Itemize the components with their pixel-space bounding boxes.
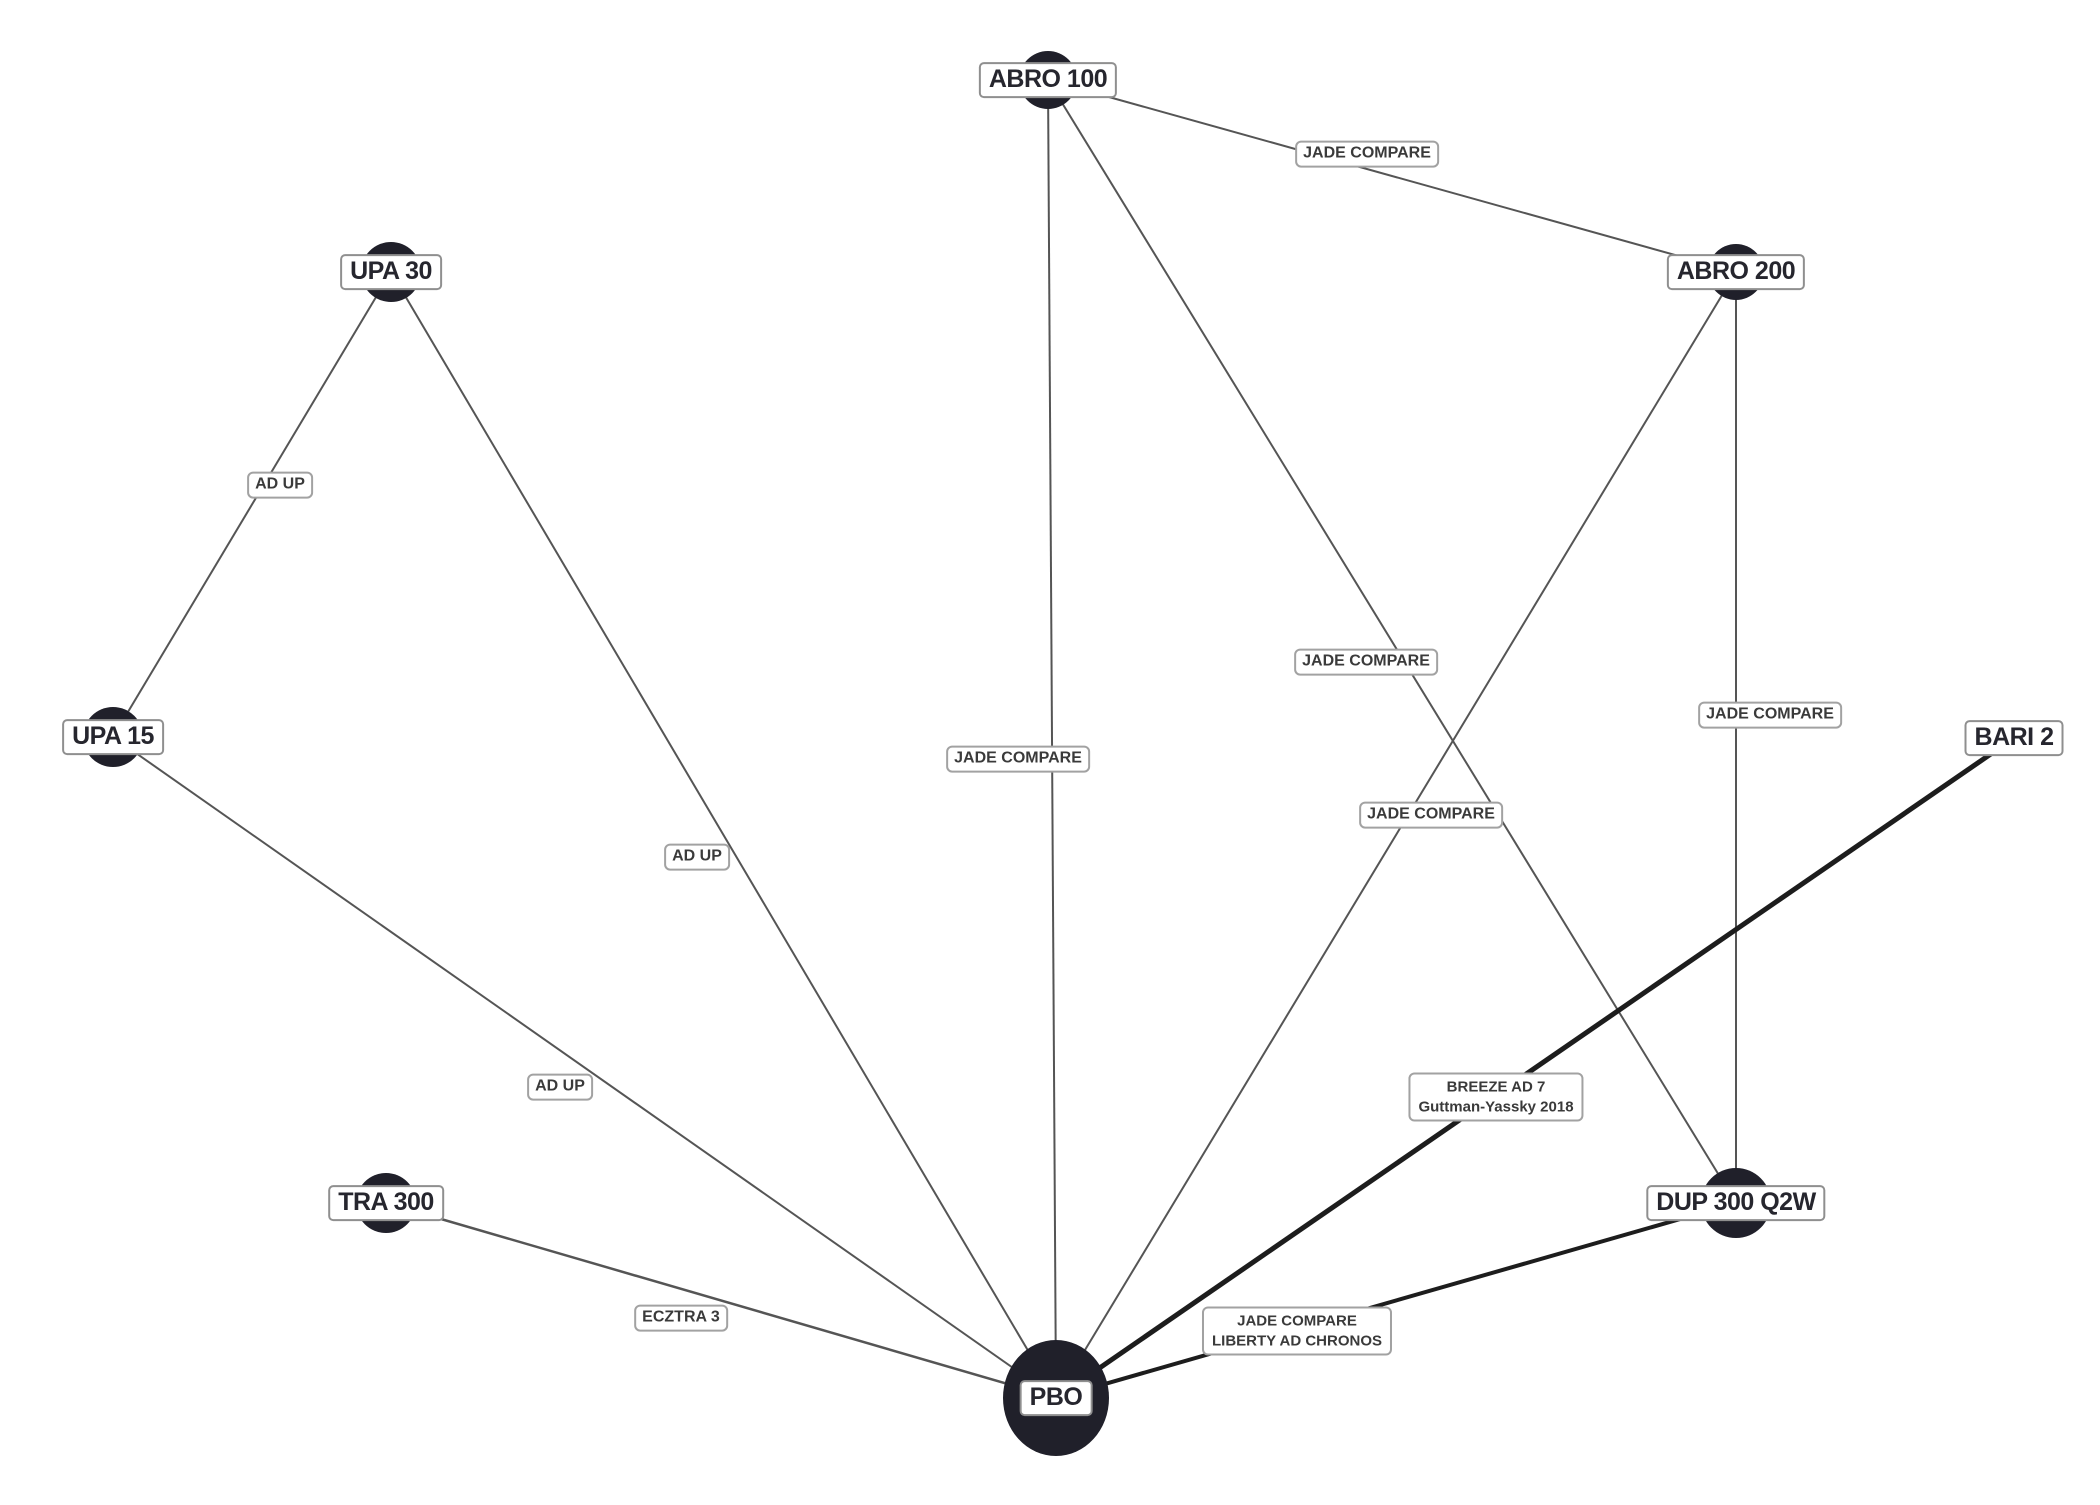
- edge-UPA30-PBO: [390, 271, 1057, 1399]
- edge-label-TRA300-PBO: ECZTRA 3: [634, 1304, 728, 1332]
- edge-label-UPA30-PBO: AD UP: [664, 843, 730, 871]
- node-label-UPA15: UPA 15: [62, 719, 164, 755]
- edge-label-line: JADE COMPARE: [1367, 805, 1495, 823]
- edge-TRA300-PBO: [385, 1201, 1057, 1400]
- edge-label-UPA15-PBO: AD UP: [527, 1073, 593, 1101]
- edge-ABRO100-DUP300: [1047, 79, 1737, 1204]
- edge-label-ABRO200-DUP300: JADE COMPARE: [1698, 701, 1842, 729]
- node-label-ABRO100: ABRO 100: [978, 62, 1118, 98]
- edge-label-line: ECZTRA 3: [642, 1308, 720, 1326]
- edge-UPA30-UPA15: [112, 271, 392, 738]
- edge-label-BARI2-PBO: BREEZE AD 7 Guttman-Yassky 2018: [1408, 1072, 1584, 1122]
- edge-label-line: JADE COMPARE: [1237, 1312, 1357, 1330]
- edge-ABRO200-PBO: [1055, 271, 1737, 1399]
- node-label-ABRO200: ABRO 200: [1666, 254, 1806, 290]
- edge-DUP300-PBO: [1055, 1201, 1737, 1400]
- node-label-TRA300: TRA 300: [328, 1185, 444, 1221]
- edge-label-line: JADE COMPARE: [1706, 705, 1834, 723]
- edge-label-line: BREEZE AD 7: [1446, 1078, 1546, 1096]
- edge-label-ABRO100-DUP300: JADE COMPARE: [1294, 648, 1438, 676]
- edge-label-ABRO100-PBO: JADE COMPARE: [946, 745, 1090, 773]
- edge-label-line: AD UP: [535, 1077, 585, 1095]
- node-label-UPA30: UPA 30: [340, 254, 442, 290]
- edge-UPA15-PBO: [112, 736, 1057, 1399]
- edge-label-ABRO100-ABRO200: JADE COMPARE: [1295, 140, 1439, 168]
- edge-label-line: Guttman-Yassky 2018: [1418, 1098, 1574, 1115]
- edge-BARI2-PBO: [1054, 735, 2016, 1401]
- node-label-PBO: PBO: [1019, 1380, 1093, 1416]
- edge-label-line: JADE COMPARE: [1303, 144, 1431, 162]
- node-label-DUP300: DUP 300 Q2W: [1646, 1185, 1826, 1221]
- edge-label-DUP300-PBO: JADE COMPARE LIBERTY AD CHRONOS: [1201, 1306, 1393, 1356]
- edge-label-line: LIBERTY AD CHRONOS: [1211, 1332, 1383, 1349]
- node-label-BARI2: BARI 2: [1964, 720, 2064, 756]
- edge-ABRO100-ABRO200: [1047, 79, 1737, 273]
- edge-label-line: AD UP: [672, 847, 722, 865]
- edge-label-line: JADE COMPARE: [1302, 652, 1430, 670]
- edge-label-line: JADE COMPARE: [954, 749, 1082, 767]
- edge-label-ABRO200-PBO: JADE COMPARE: [1359, 801, 1503, 829]
- edge-label-line: AD UP: [255, 475, 305, 493]
- edge-ABRO100-PBO: [1047, 79, 1057, 1399]
- edge-label-UPA30-UPA15: AD UP: [247, 471, 313, 499]
